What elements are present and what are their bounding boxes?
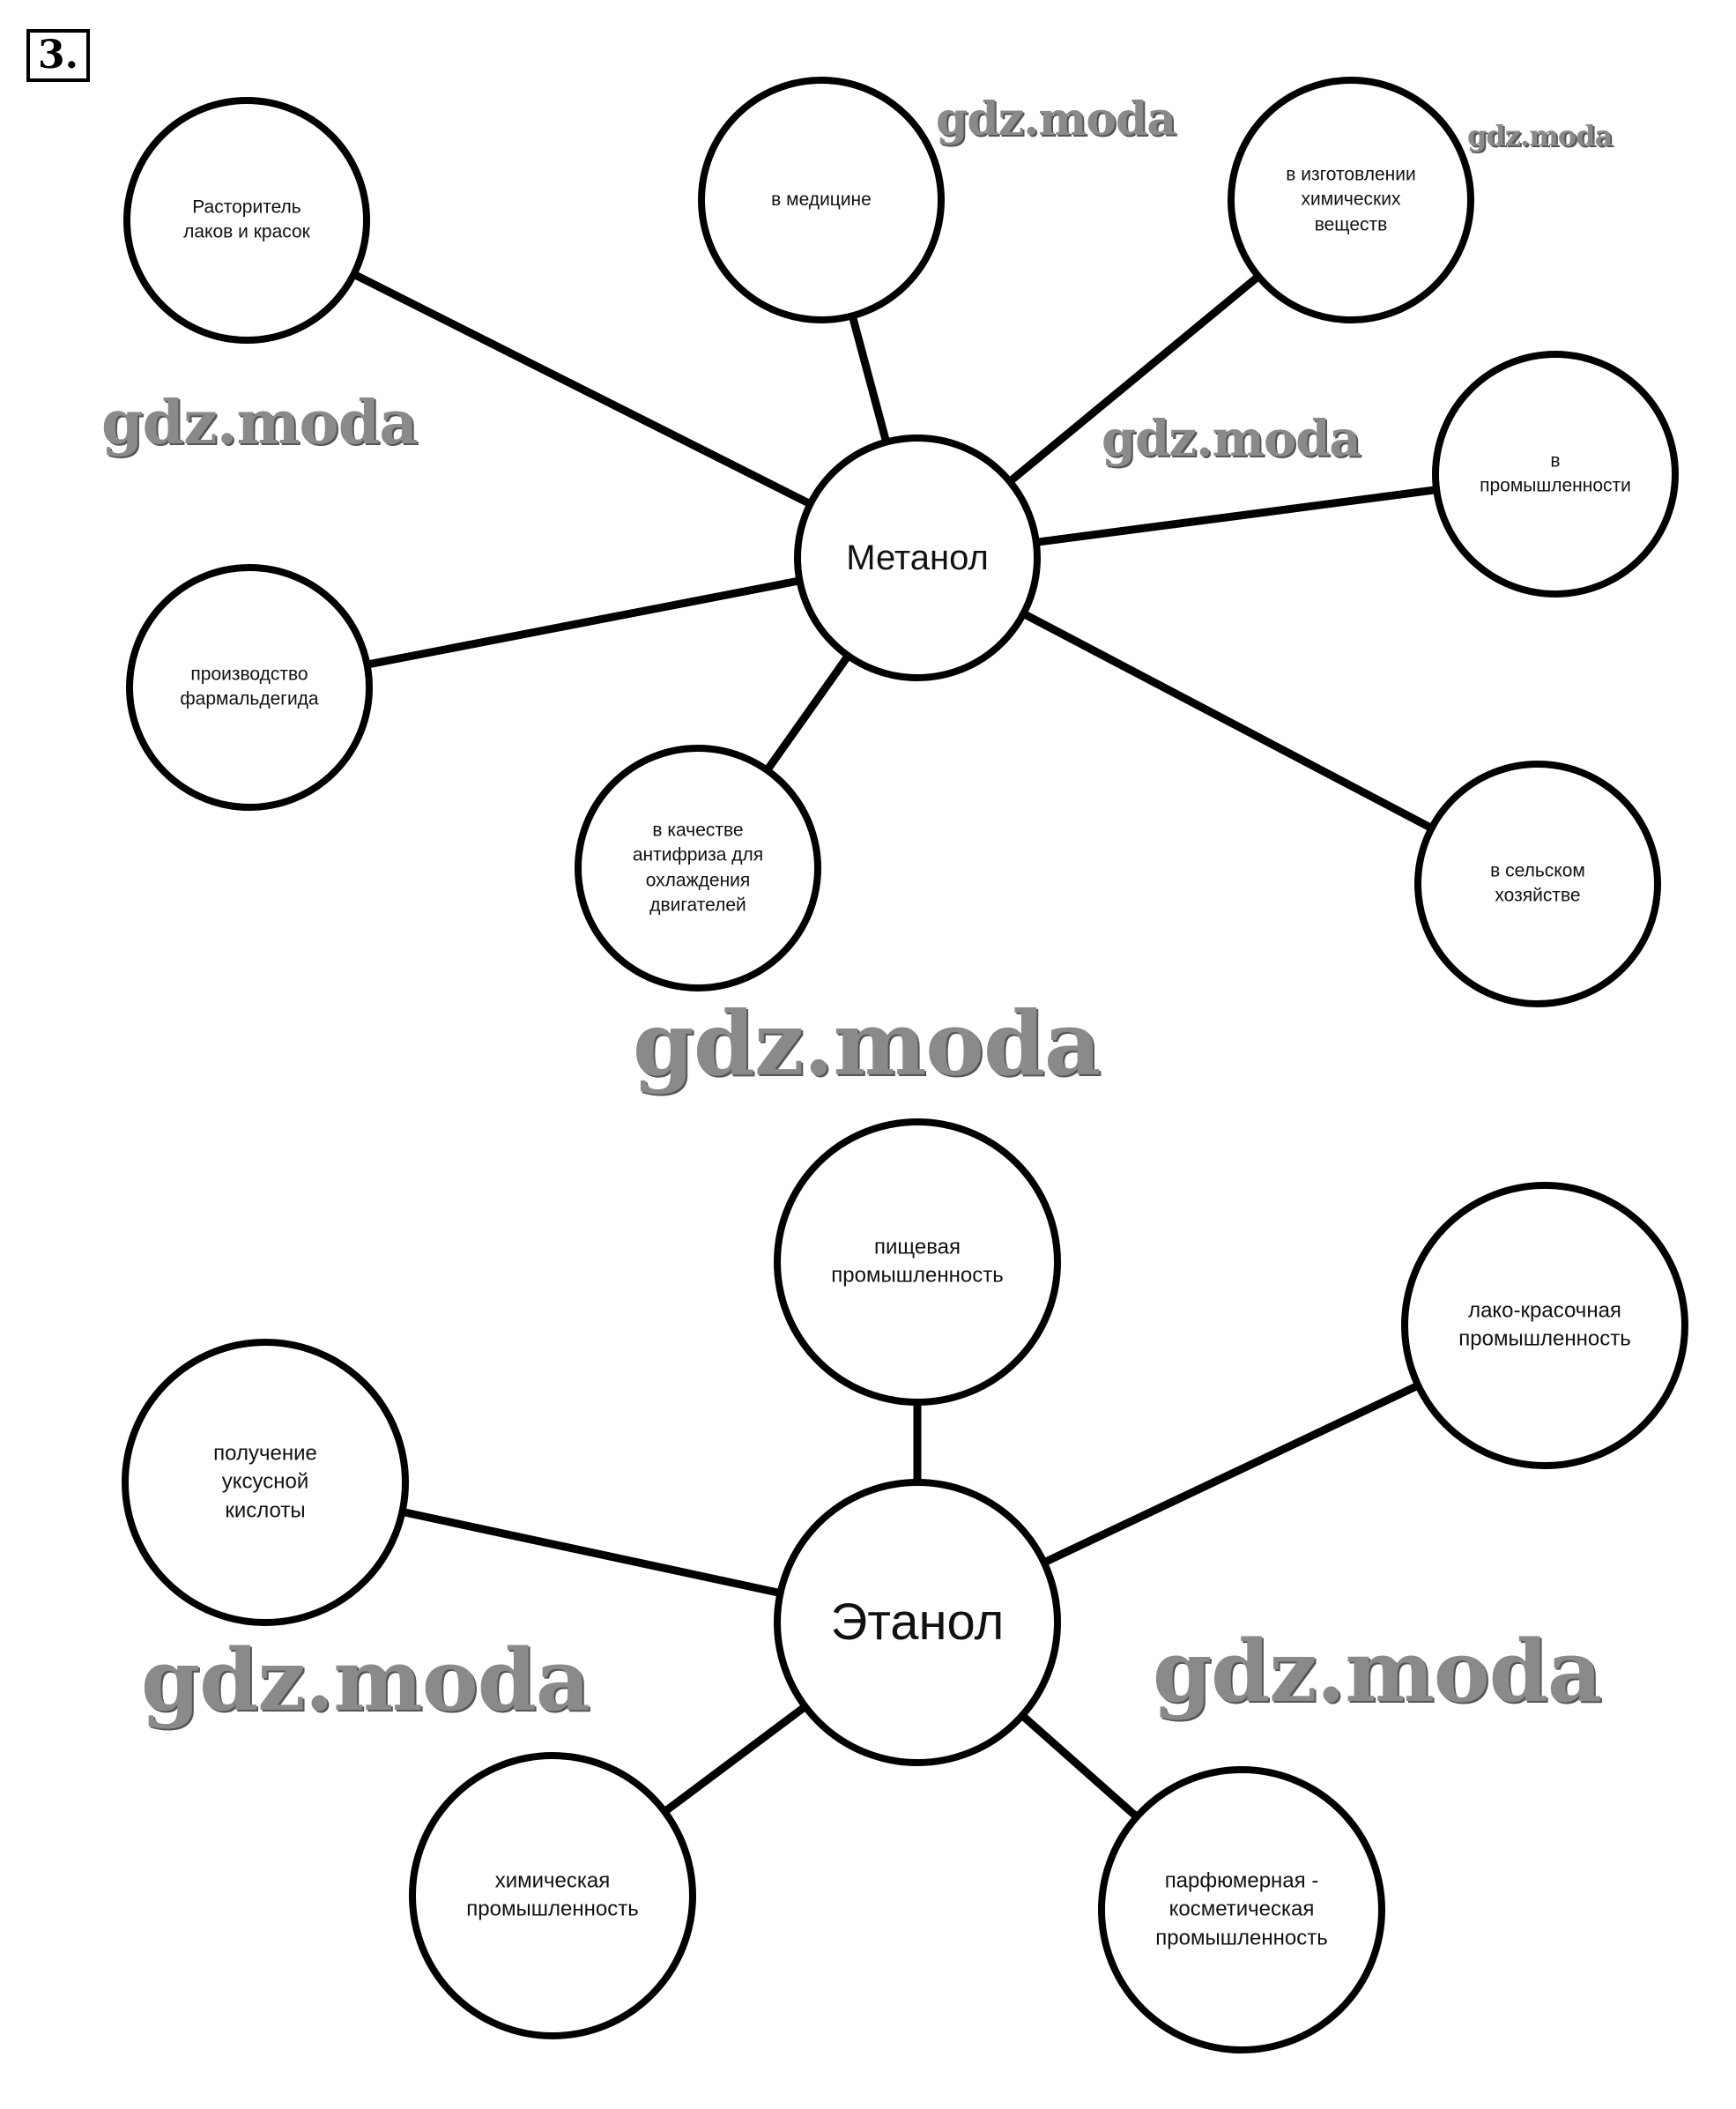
methanol-node-label: в медицине bbox=[771, 189, 872, 210]
watermark: gdz.moda bbox=[1102, 410, 1361, 468]
methanol-center-label: Метанол bbox=[846, 538, 989, 577]
methanol-node-circle bbox=[126, 564, 373, 811]
methanol-node-circle bbox=[1228, 77, 1474, 323]
methanol-node-circle bbox=[1414, 761, 1661, 1007]
ethanol-node-label: химическая промышленность bbox=[466, 1868, 639, 1921]
methanol-node-circle bbox=[575, 745, 821, 991]
methanol-node-label: в промышленности bbox=[1480, 450, 1631, 496]
ethanol-node-label: парфюмерная - косметическая промышленнос… bbox=[1155, 1868, 1328, 1950]
ethanol-node-circle bbox=[122, 1339, 409, 1626]
watermark: gdz.moda bbox=[1467, 119, 1613, 152]
methanol-node-circle bbox=[1432, 351, 1679, 598]
ethanol-node-label: пищевая промышленность bbox=[831, 1235, 1004, 1288]
watermark: gdz.moda bbox=[633, 991, 1102, 1095]
ethanol-node-circle bbox=[1401, 1182, 1688, 1469]
methanol-center-circle bbox=[794, 434, 1041, 681]
watermark: gdz.moda bbox=[1153, 1622, 1602, 1721]
task-number-badge: 3. bbox=[26, 29, 90, 82]
ethanol-node-circle bbox=[409, 1752, 696, 2039]
ethanol-node-label: получение уксусной кислоты bbox=[213, 1441, 317, 1523]
ethanol-center-circle bbox=[774, 1479, 1061, 1766]
watermark: gdz.moda bbox=[936, 93, 1176, 146]
ethanol-node-circle bbox=[1098, 1766, 1385, 2053]
ethanol-node-label: лако-красочная промышленность bbox=[1458, 1298, 1631, 1351]
methanol-node-label: производство фармальдегида bbox=[180, 664, 319, 709]
ethanol-node-circle bbox=[774, 1118, 1061, 1406]
methanol-connector bbox=[244, 216, 920, 562]
methanol-node-label: в изготовлении химических веществ bbox=[1286, 164, 1416, 235]
methanol-node-label: в сельском хозяйстве bbox=[1490, 860, 1585, 906]
ethanol-center-label: Этанол bbox=[830, 1593, 1005, 1651]
methanol-node-label: Расторитель лаков и красок bbox=[183, 197, 310, 242]
methanol-node-label: в качестве антифриза для охлаждения двиг… bbox=[632, 820, 764, 916]
methanol-node-circle bbox=[123, 97, 370, 344]
watermark: gdz.moda bbox=[141, 1630, 590, 1730]
methanol-node-circle bbox=[698, 77, 945, 323]
watermark: gdz.moda bbox=[101, 388, 418, 458]
